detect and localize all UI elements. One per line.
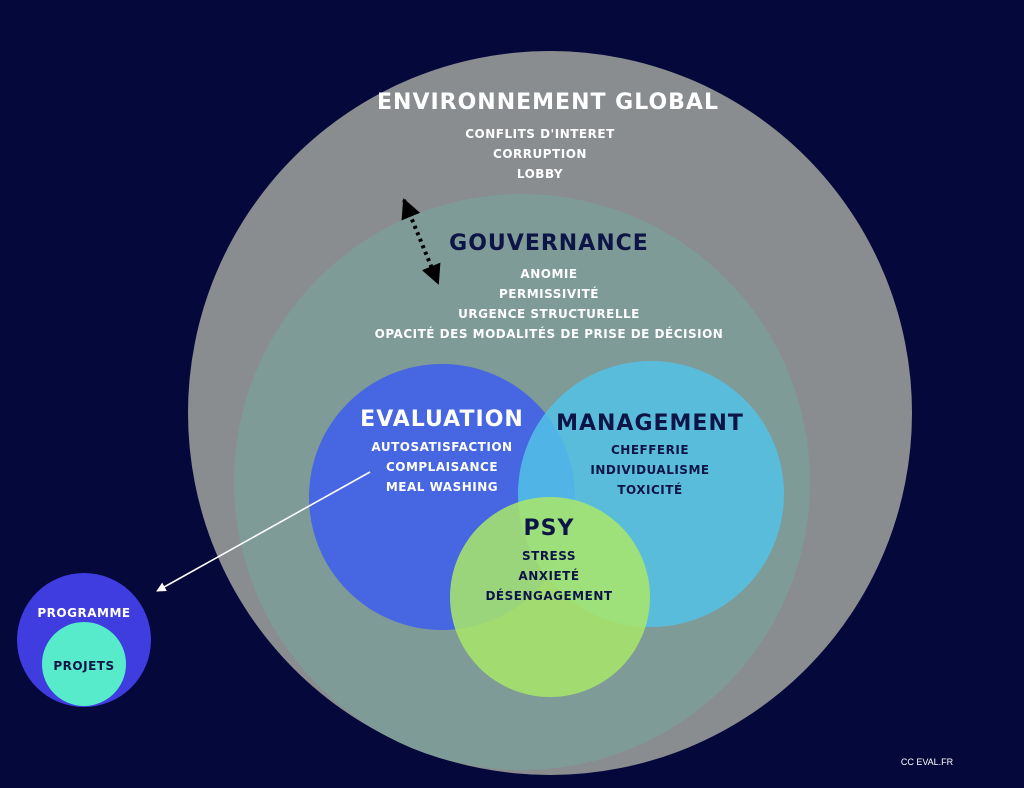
projets-circle bbox=[42, 622, 126, 706]
evaluation-item: MEAL WASHING bbox=[386, 480, 498, 494]
programme-label: PROGRAMME bbox=[37, 606, 130, 620]
evaluation-title: EVALUATION bbox=[360, 407, 524, 432]
evaluation-item: AUTOSATISFACTION bbox=[371, 440, 512, 454]
management-item: TOXICITÉ bbox=[617, 482, 682, 497]
credit-text: CC EVAL.FR bbox=[901, 757, 954, 767]
management-item: CHEFFERIE bbox=[611, 443, 689, 457]
management-item: INDIVIDUALISME bbox=[590, 463, 709, 477]
psy-item: STRESS bbox=[522, 549, 576, 563]
environnement-item: LOBBY bbox=[517, 167, 563, 181]
environnement-item: CORRUPTION bbox=[493, 147, 587, 161]
evaluation-to-programme-arrow bbox=[156, 471, 371, 592]
psy-title: PSY bbox=[524, 516, 575, 541]
management-title: MANAGEMENT bbox=[556, 411, 744, 436]
evaluation-item: COMPLAISANCE bbox=[386, 460, 498, 474]
gouvernance-item: URGENCE STRUCTURELLE bbox=[458, 307, 640, 321]
psy-item: ANXIETÉ bbox=[518, 568, 579, 583]
psy-circle bbox=[450, 497, 650, 697]
gouvernance-title: GOUVERNANCE bbox=[449, 231, 649, 256]
gouvernance-item: ANOMIE bbox=[520, 267, 577, 281]
environnement-item: CONFLITS D'INTERET bbox=[465, 127, 615, 141]
gouvernance-item: PERMISSIVITÉ bbox=[499, 286, 599, 301]
environnement-title: ENVIRONNEMENT GLOBAL bbox=[377, 90, 719, 115]
dotted-double-arrow bbox=[401, 198, 441, 285]
projets-label: PROJETS bbox=[53, 659, 114, 673]
gouvernance-item: OPACITÉ DES MODALITÉS DE PRISE DE DÉCISI… bbox=[375, 326, 724, 341]
psy-item: DÉSENGAGEMENT bbox=[485, 588, 612, 603]
